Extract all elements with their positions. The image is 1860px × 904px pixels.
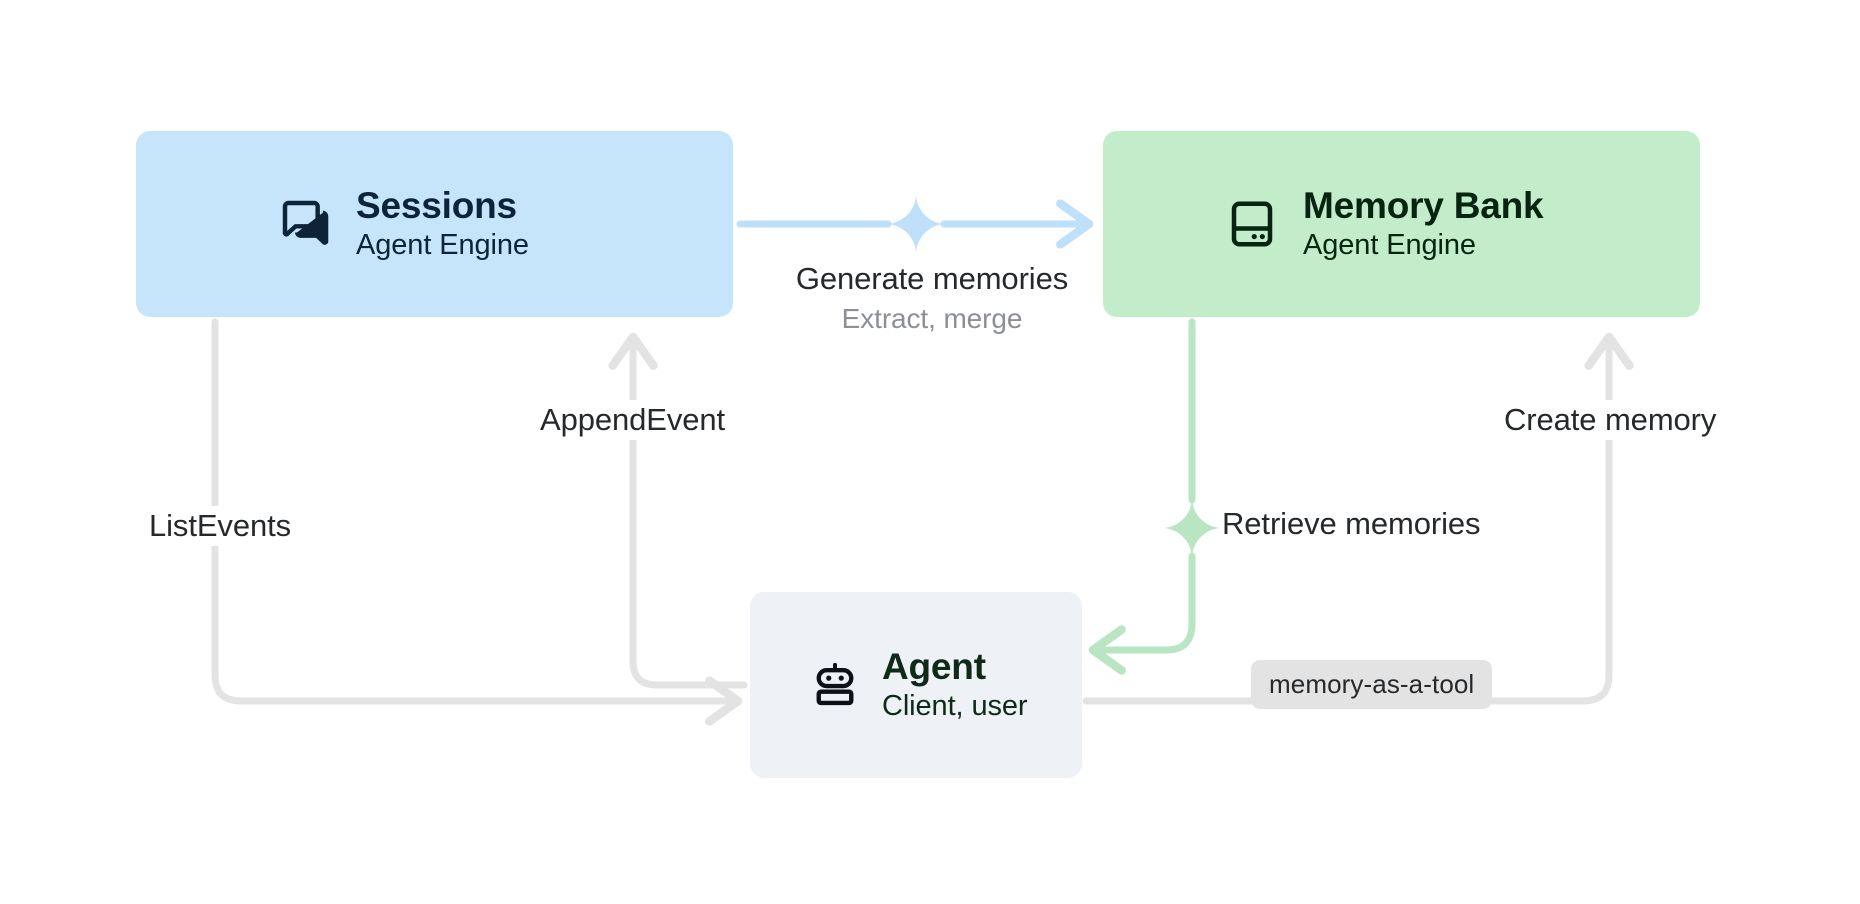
edge-label-retrieve-memories: Retrieve memories <box>1222 506 1481 541</box>
node-memory-bank-title: Memory Bank <box>1303 184 1544 226</box>
edge-label-generate-memories: Generate memories Extract, merge <box>772 261 1092 335</box>
edge-label-create-memory: Create memory <box>1494 400 1727 440</box>
forum-icon <box>278 196 334 252</box>
node-memory-bank-subtitle: Agent Engine <box>1303 229 1476 262</box>
node-memory-bank-text: Memory Bank Agent Engine <box>1303 184 1544 263</box>
node-agent[interactable]: Agent Client, user <box>750 592 1082 778</box>
node-agent-subtitle: Client, user <box>882 690 1028 723</box>
robot-icon <box>810 660 860 710</box>
edge-label-generate-memories-sub: Extract, merge <box>841 303 1023 334</box>
node-sessions-subtitle: Agent Engine <box>356 229 529 262</box>
edge-retrieve-memories <box>1093 318 1196 650</box>
node-agent-title: Agent <box>882 645 986 687</box>
edge-label-append-event: AppendEvent <box>530 400 736 440</box>
edge-label-generate-memories-main: Generate memories <box>795 261 1069 296</box>
sparkle-icon-retrieve <box>1164 500 1220 556</box>
node-sessions[interactable]: Sessions Agent Engine <box>136 131 733 317</box>
node-memory-bank[interactable]: Memory Bank Agent Engine <box>1103 131 1700 317</box>
edge-append-event <box>633 337 748 689</box>
node-sessions-text: Sessions Agent Engine <box>356 185 529 263</box>
node-agent-text: Agent Client, user <box>882 645 1028 724</box>
database-icon <box>1225 197 1279 251</box>
badge-memory-as-a-tool: memory-as-a-tool <box>1251 660 1493 709</box>
node-sessions-title: Sessions <box>356 184 517 226</box>
sparkle-icon-generate <box>888 196 944 252</box>
edge-label-list-events: ListEvents <box>139 506 302 546</box>
